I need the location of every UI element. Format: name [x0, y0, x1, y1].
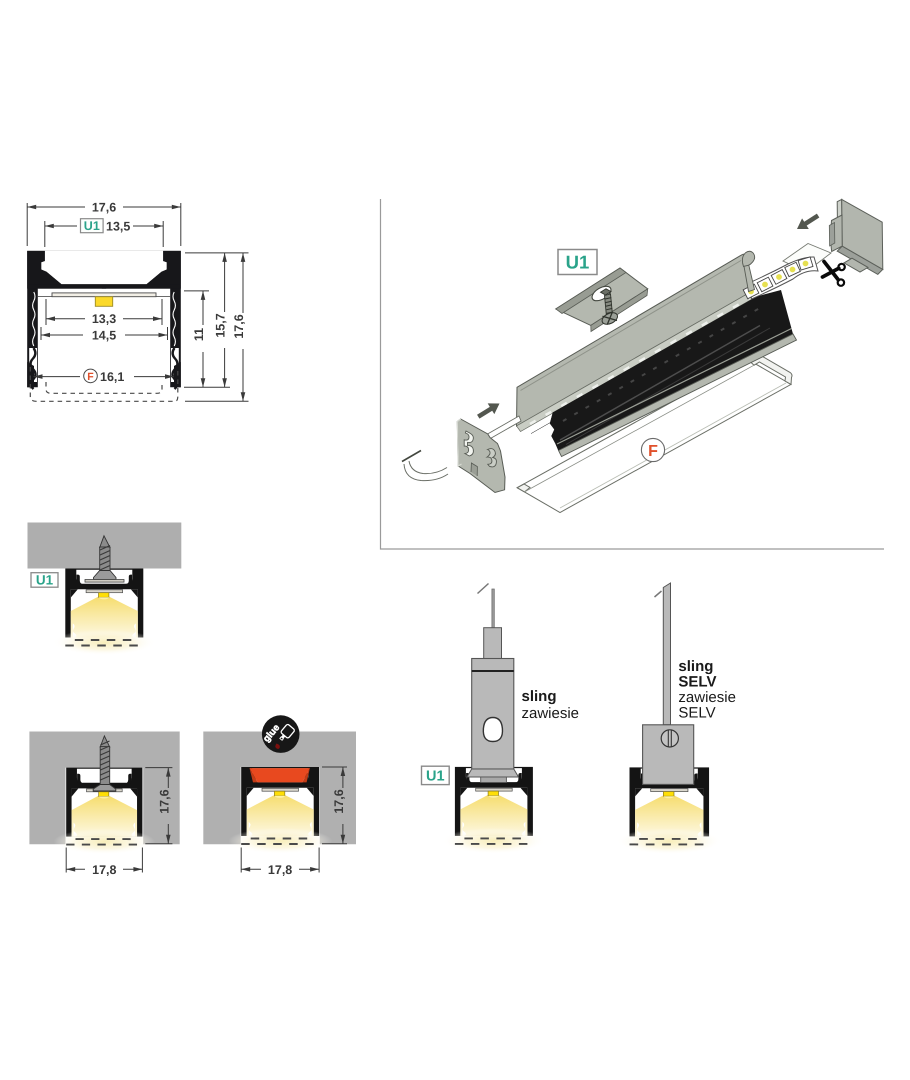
- svg-text:17,6: 17,6: [232, 314, 246, 338]
- svg-text:14,5: 14,5: [92, 329, 116, 343]
- svg-text:17,6: 17,6: [332, 789, 346, 813]
- svg-text:U1: U1: [426, 769, 445, 785]
- svg-text:SELV: SELV: [678, 705, 715, 722]
- svg-text:F: F: [87, 371, 94, 383]
- svg-text:11: 11: [192, 328, 206, 341]
- svg-text:15,7: 15,7: [214, 313, 228, 337]
- svg-text:U1: U1: [84, 219, 100, 233]
- svg-text:13,3: 13,3: [92, 312, 116, 326]
- svg-text:13,5: 13,5: [106, 220, 130, 234]
- svg-text:17,6: 17,6: [157, 789, 171, 813]
- svg-text:SELV: SELV: [678, 674, 716, 691]
- svg-text:F: F: [648, 443, 658, 460]
- svg-text:sling: sling: [522, 688, 557, 705]
- svg-text:17,6: 17,6: [92, 201, 116, 215]
- svg-text:U1: U1: [36, 573, 54, 588]
- svg-text:16,1: 16,1: [100, 370, 124, 384]
- svg-text:17,8: 17,8: [268, 863, 292, 877]
- svg-text:sling: sling: [678, 658, 713, 675]
- svg-text:zawiesie: zawiesie: [678, 689, 736, 706]
- svg-text:U1: U1: [566, 252, 590, 273]
- svg-text:17,8: 17,8: [92, 863, 116, 877]
- svg-text:zawiesie: zawiesie: [522, 705, 580, 722]
